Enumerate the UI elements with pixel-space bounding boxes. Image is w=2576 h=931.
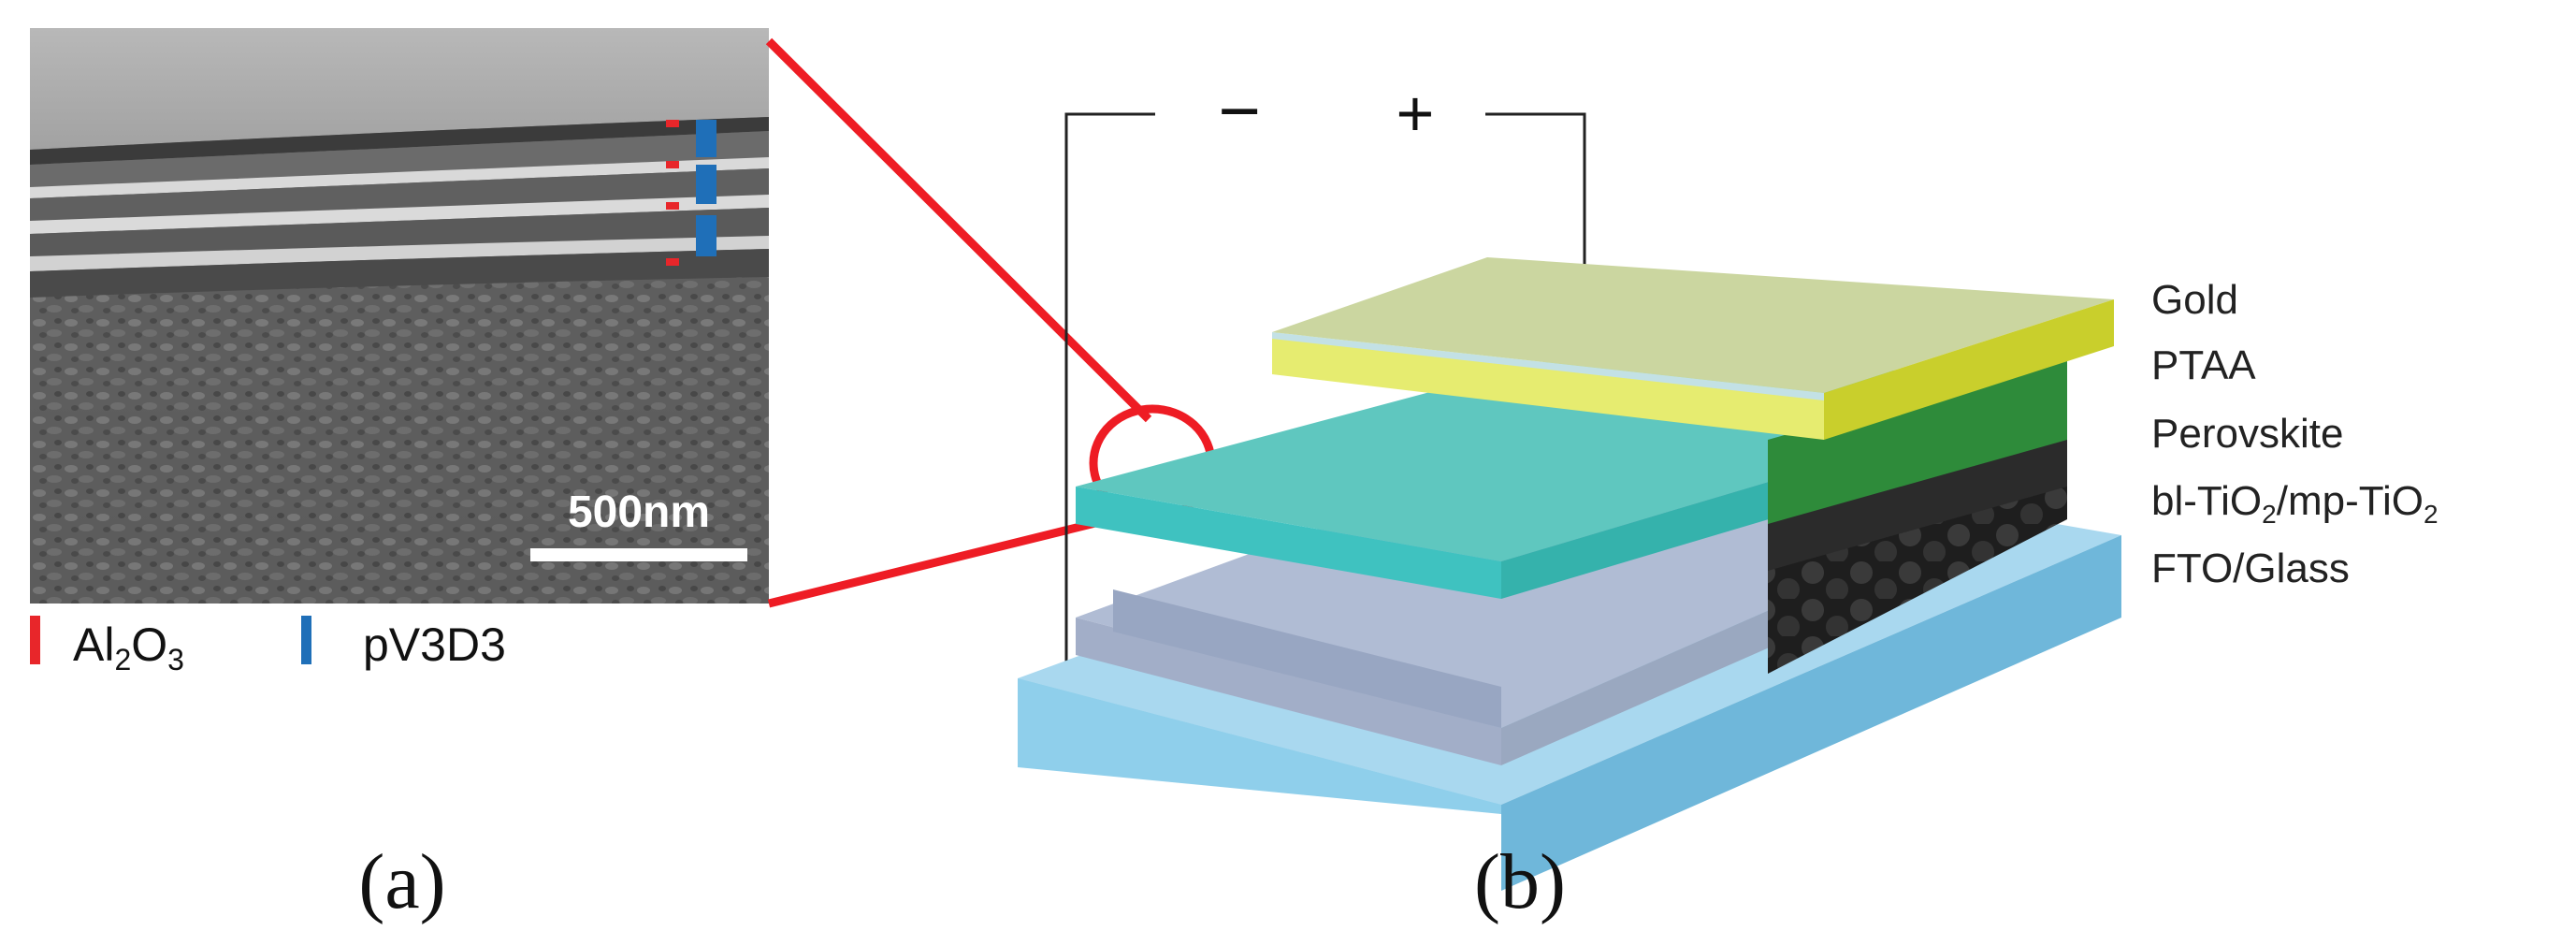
- caption-a: (a): [358, 838, 445, 925]
- caption-b: (b): [1474, 838, 1566, 925]
- legend-swatch-al2o3: [30, 616, 40, 664]
- al2o3-markers: [666, 120, 679, 266]
- sem-image: 500nm: [30, 28, 769, 604]
- terminal-negative: −: [1218, 69, 1261, 152]
- label-gold: Gold: [2151, 277, 2238, 323]
- circuit-wires: [1064, 112, 1586, 669]
- label-tio2: bl-TiO2/mp-TiO2: [2151, 478, 2439, 529]
- layer-ptaa: [1768, 356, 2067, 524]
- legend-label-al2o3: Al2O3: [73, 618, 184, 676]
- label-ptaa: PTAA: [2151, 342, 2256, 388]
- zoom-line-top: [765, 37, 1152, 423]
- scale-bar: [530, 548, 747, 561]
- pv3d3-markers: [696, 120, 716, 256]
- legend: Al2O3 pV3D3: [30, 616, 506, 676]
- scale-bar-label: 500nm: [568, 487, 710, 537]
- terminal-positive: +: [1397, 77, 1435, 150]
- panel-a: 500nm Al2O3 pV3D3 (a): [30, 28, 769, 925]
- panel-b: − +: [1018, 69, 2439, 925]
- legend-label-pv3d3: pV3D3: [363, 618, 506, 671]
- legend-swatch-pv3d3: [301, 616, 311, 664]
- layer-labels: Gold PTAA Perovskite bl-TiO2/mp-TiO2 FTO…: [2151, 277, 2439, 591]
- label-fto-glass: FTO/Glass: [2151, 546, 2350, 591]
- layer-gold: [1272, 257, 2114, 440]
- label-perovskite: Perovskite: [2151, 411, 2343, 457]
